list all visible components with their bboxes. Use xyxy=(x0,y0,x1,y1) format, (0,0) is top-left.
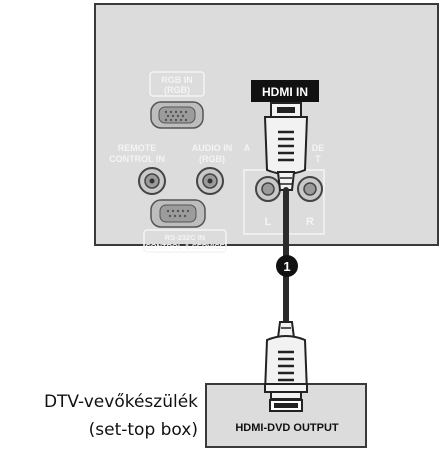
rgb-dsub-port xyxy=(150,101,204,129)
hdmi-in-badge xyxy=(251,80,319,102)
audio-in-jack xyxy=(196,167,224,195)
rs232c-port xyxy=(150,199,206,228)
rgb-in-label: RGB IN xyxy=(161,75,193,85)
rs232c-label-box xyxy=(143,229,227,253)
audio-in-sublabel: (RGB) xyxy=(199,154,225,164)
audio-r-jack xyxy=(297,176,323,202)
hdmi-in-label: HDMI IN xyxy=(262,85,308,99)
remote-sublabel: CONTROL IN xyxy=(109,154,165,164)
rs232c-sublabel: (CONTROL & SERVICE) xyxy=(143,242,228,251)
audio-in-label: AUDIO IN xyxy=(192,143,233,153)
device-caption-line2: (set-top box) xyxy=(88,420,198,440)
rs232c-label: RS-232C IN xyxy=(165,233,205,242)
rgb-in-sublabel: (RGB) xyxy=(164,85,190,95)
audio-r-label: R xyxy=(306,216,314,228)
rgb-in-label-box xyxy=(149,71,205,97)
remote-label: REMOTE xyxy=(118,143,157,153)
hidden-label-right: DE xyxy=(312,143,325,153)
hdmi-output-port xyxy=(269,399,303,412)
step-marker: 1 xyxy=(276,255,298,277)
hidden-sublabel-right: T xyxy=(315,154,321,164)
step-marker-number: 1 xyxy=(283,259,290,274)
hdmi-plug-top xyxy=(263,102,309,191)
device-caption-line1: DTV-vevőkészülék xyxy=(43,392,198,412)
hidden-label-left: A xyxy=(244,143,251,153)
audio-l-jack xyxy=(255,176,281,202)
hdmi-plug-bottom-front xyxy=(264,383,308,400)
audio-l-label: L xyxy=(265,216,272,228)
hdmi-dvd-output-label: HDMI-DVD OUTPUT xyxy=(235,422,339,434)
remote-jack xyxy=(138,167,166,195)
